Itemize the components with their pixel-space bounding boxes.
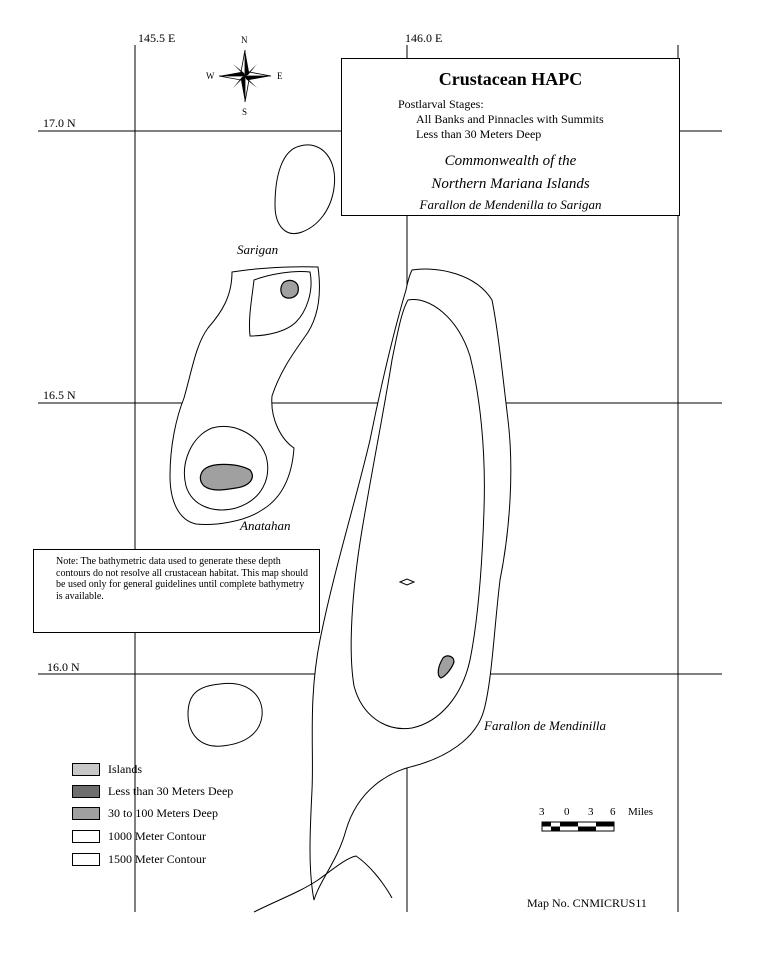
- map-title: Crustacean HAPC: [438, 69, 583, 89]
- legend-label-islands: Islands: [108, 762, 142, 776]
- pinnacle-marker: [398, 578, 416, 586]
- compass-south-label: S: [242, 107, 248, 117]
- legend-swatch-islands: [72, 763, 100, 776]
- legend-swatch-1000m-contour: [72, 830, 100, 843]
- farallon-1000m-contour: [350, 299, 485, 730]
- compass-east-label: E: [277, 71, 283, 81]
- scale-unit-label: Miles: [628, 806, 654, 818]
- legend-swatch-1500m-contour: [72, 853, 100, 866]
- compass-north-label: N: [241, 35, 248, 45]
- southwest-bank-contour: [187, 682, 263, 747]
- sarigan-island: [280, 279, 299, 299]
- latitude-label-16-5: 16.5 N: [43, 388, 76, 402]
- legend-label-1500m-contour: 1500 Meter Contour: [108, 852, 206, 866]
- region-line-1: Commonwealth of the: [444, 153, 577, 169]
- longitude-label-145-5: 145.5 E: [138, 31, 176, 45]
- scale-bar: [541, 821, 615, 832]
- legend-label-less-than-30m: Less than 30 Meters Deep: [108, 784, 234, 798]
- legend-swatch-30-to-100m: [72, 807, 100, 820]
- north-bank-contour: [274, 144, 336, 234]
- latitude-label-16-0: 16.0 N: [47, 660, 80, 674]
- note-box: Note: The bathymetric data used to gener…: [33, 549, 320, 633]
- title-box: Crustacean HAPC Postlarval Stages: All B…: [341, 58, 680, 216]
- scale-tick-label: 0: [564, 806, 570, 818]
- scale-tick-label: 6: [610, 806, 616, 818]
- subtitle-line-3: Less than 30 Meters Deep: [416, 127, 542, 141]
- scale-tick-label: 3: [539, 806, 545, 818]
- compass-rose-icon: [218, 49, 272, 103]
- anatahan-island: [199, 463, 253, 491]
- legend-label-1000m-contour: 1000 Meter Contour: [108, 829, 206, 843]
- legend-label-30-to-100m: 30 to 100 Meters Deep: [108, 806, 218, 820]
- region-line-2: Northern Mariana Islands: [431, 176, 590, 192]
- legend-swatch-less-than-30m: [72, 785, 100, 798]
- region-line-3: Farallon de Mendenilla to Sarigan: [419, 197, 602, 212]
- compass-west-label: W: [206, 71, 215, 81]
- longitude-label-146-0: 146.0 E: [405, 31, 443, 45]
- latitude-label-17-0: 17.0 N: [43, 116, 76, 130]
- subtitle-line-1: Postlarval Stages:: [398, 97, 484, 111]
- place-label-sarigan: Sarigan: [237, 242, 279, 257]
- place-label-farallon: Farallon de Mendinilla: [484, 718, 607, 733]
- map-number: Map No. CNMICRUS11: [527, 896, 647, 910]
- place-label-anatahan: Anatahan: [240, 518, 291, 533]
- south-bank-contour: [253, 855, 393, 913]
- subtitle-line-2: All Banks and Pinnacles with Summits: [416, 112, 604, 126]
- scale-tick-label: 3: [588, 806, 594, 818]
- farallon-island: [437, 655, 455, 679]
